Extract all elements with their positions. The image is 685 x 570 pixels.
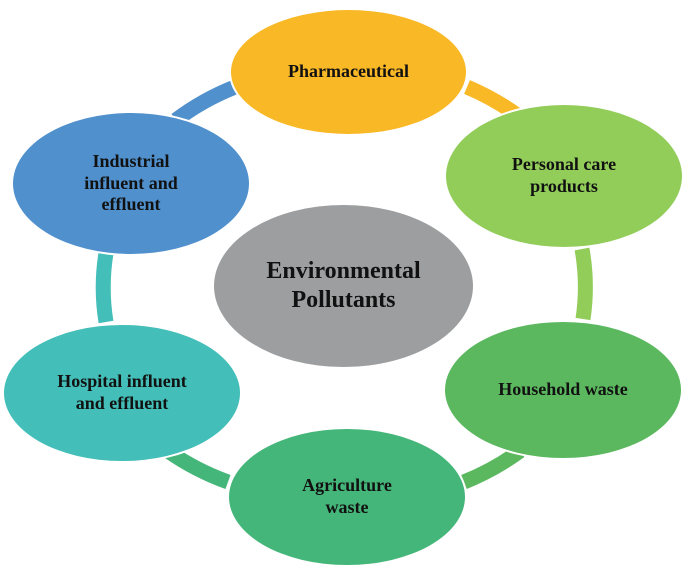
node-label-personal-care-products: Personal care products (511, 154, 617, 196)
node-label-pharmaceutical: Pharmaceutical (288, 61, 409, 82)
node-label-industrial-influent-effluent: Industrial influent and effluent (84, 150, 178, 215)
ring-arc-household-agri (461, 444, 525, 489)
node-label-household-waste: Household waste (498, 379, 628, 400)
node-pharmaceutical: Pharmaceutical (229, 8, 468, 136)
node-personal-care-products: Personal care products (444, 103, 684, 249)
node-household-waste: Household waste (443, 320, 683, 460)
center-node-environmental-pollutants: Environmental Pollutants (214, 205, 473, 367)
ring-arc-industrial-pharma (171, 80, 238, 127)
ring-arc-hospital-industrial (95, 251, 114, 324)
node-label-hospital-influent-effluent: Hospital influent and effluent (57, 371, 187, 413)
node-label-agriculture-waste: Agriculture waste (302, 475, 392, 517)
ring-arc-agri-hospital (163, 444, 231, 490)
node-industrial-influent-effluent: Industrial influent and effluent (11, 111, 251, 256)
center-node-label: Environmental Pollutants (266, 258, 421, 313)
node-agriculture-waste: Agriculture waste (227, 427, 467, 567)
ring-arc-personal-household (574, 247, 593, 321)
node-hospital-influent-effluent: Hospital influent and effluent (2, 323, 242, 463)
